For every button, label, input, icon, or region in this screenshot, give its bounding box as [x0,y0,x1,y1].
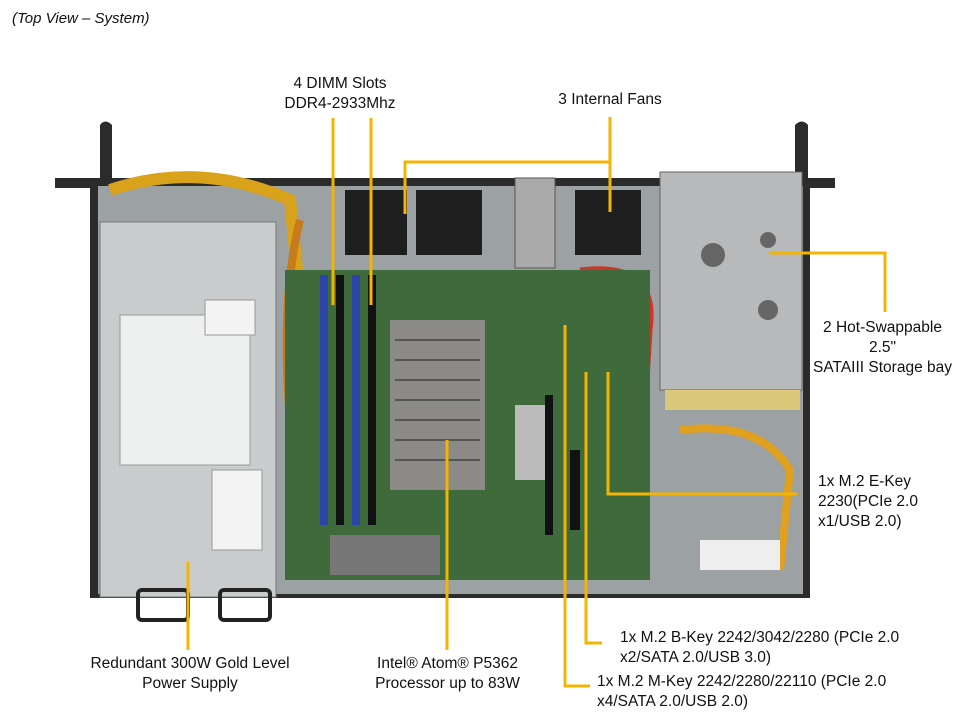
m2-ekey-label: 1x M.2 E-Key 2230(PCIe 2.0 x1/USB 2.0) [818,472,918,532]
psu-label-line: Power Supply [142,675,238,692]
ekey-label-line: x1/USB 2.0) [818,513,902,530]
psu-label-line: Redundant 300W Gold Level [90,655,290,672]
storage-label-line: SATAIII Storage bay [813,359,952,376]
storage-label: 2 Hot-Swappable 2.5" SATAIII Storage bay [800,318,960,378]
m2-bkey-label: 1x M.2 B-Key 2242/3042/2280 (PCIe 2.0 x2… [620,628,899,668]
storage-label-line: 2 Hot-Swappable [823,319,942,336]
bkey-label-line: 1x M.2 B-Key 2242/3042/2280 (PCIe 2.0 [620,629,900,646]
ekey-label-line: 1x M.2 E-Key [818,473,912,490]
mkey-label-line: x4/SATA 2.0/USB 2.0) [597,693,749,710]
bkey-label-line: x2/SATA 2.0/USB 3.0) [620,649,772,666]
m2-mkey-label: 1x M.2 M-Key 2242/2280/22110 (PCIe 2.0 x… [597,672,886,712]
dimm-label: 4 DIMM Slots DDR4-2933Mhz [270,74,410,114]
mkey-label-line: 1x M.2 M-Key 2242/2280/22110 (PCIe 2.0 [597,673,887,690]
storage-bay [659,171,803,571]
power-supply [99,221,277,622]
cpu-label-line: Intel® Atom® P5362 [377,655,518,672]
dimm-label-line: DDR4-2933Mhz [284,95,396,112]
fans-label: 3 Internal Fans [558,91,662,108]
ekey-label-line: 2230(PCIe 2.0 [818,493,918,510]
cpu-label-line: Processor up to 83W [375,675,520,692]
motherboard [285,270,650,580]
caption: (Top View – System) [12,10,150,27]
dimm-label-line: 4 DIMM Slots [293,75,387,92]
cpu-label: Intel® Atom® P5362 Processor up to 83W [350,654,545,694]
callout-lines [186,117,887,688]
psu-label: Redundant 300W Gold Level Power Supply [80,654,300,694]
fans [345,177,641,269]
storage-label-line: 2.5" [868,339,897,356]
